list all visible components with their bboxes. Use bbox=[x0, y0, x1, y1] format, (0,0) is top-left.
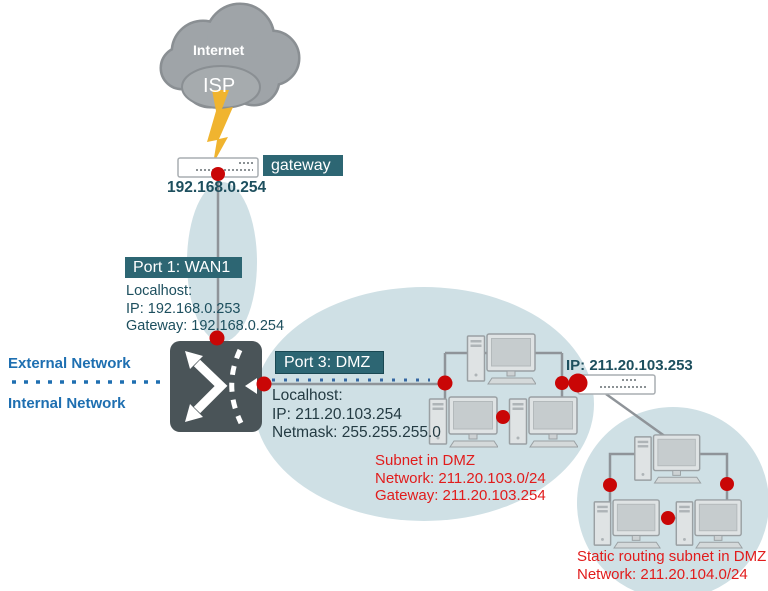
static-note-title: Static routing subnet in DMZ bbox=[577, 548, 767, 565]
connection-dot-static-bottom bbox=[661, 511, 675, 525]
subnet-router-device-icon bbox=[577, 374, 656, 395]
port3-info: Localhost: IP: 211.20.103.254 Netmask: 2… bbox=[272, 387, 441, 443]
connection-dot-dmz-junction bbox=[437, 375, 453, 391]
subnet-note-network: Network: 211.20.103.0/24 bbox=[375, 469, 546, 487]
connection-dot-static-left bbox=[603, 478, 617, 492]
static-note-network: Network: 211.20.104.0/24 bbox=[577, 565, 748, 583]
gateway-label: gateway bbox=[263, 155, 343, 176]
port3-ip: IP: 211.20.103.254 bbox=[272, 405, 402, 423]
port1-ip: IP: 192.168.0.253 bbox=[126, 300, 241, 317]
internal-network-label: Internal Network bbox=[8, 395, 126, 412]
lightning-bolt-icon bbox=[207, 90, 233, 164]
port1-gateway: Gateway: 192.168.0.254 bbox=[126, 318, 285, 334]
port3-label: Port 3: DMZ bbox=[275, 351, 384, 374]
connection-dot-dmz-pair bbox=[496, 410, 510, 424]
subnet-note: Subnet in DMZ Network: 211.20.103.0/24 G… bbox=[375, 452, 546, 505]
external-network-label: External Network bbox=[8, 355, 131, 372]
connection-dot-router-right bbox=[256, 376, 272, 392]
subnet-note-gateway: Gateway: 211.20.103.254 bbox=[375, 487, 546, 504]
gateway-ip: 192.168.0.254 bbox=[167, 179, 267, 196]
port1-localhost: Localhost: bbox=[126, 283, 193, 299]
isp-label: ISP bbox=[203, 75, 236, 97]
connection-dot-subnet-router bbox=[568, 373, 588, 393]
static-note: Static routing subnet in DMZ Network: 21… bbox=[577, 548, 766, 583]
internet-label: Internet bbox=[193, 42, 245, 58]
port3-localhost: Localhost: bbox=[272, 387, 343, 404]
subnet-note-title: Subnet in DMZ bbox=[375, 452, 476, 469]
connection-dot-router-top bbox=[209, 330, 225, 346]
connection-dot-gateway bbox=[211, 167, 225, 181]
static-subnet-uplink bbox=[605, 392, 674, 444]
internet-cloud-icon bbox=[159, 2, 301, 109]
port3-netmask: Netmask: 255.255.255.0 bbox=[272, 424, 441, 441]
router-icon bbox=[170, 341, 262, 432]
connection-dots bbox=[209, 167, 734, 525]
isp-cloud-bump bbox=[181, 65, 261, 109]
port1-info: Localhost: IP: 192.168.0.253 Gateway: 19… bbox=[126, 283, 284, 336]
connection-dot-static-right bbox=[720, 477, 734, 491]
connection-dot-dmz-right bbox=[555, 376, 569, 390]
port1-label: Port 1: WAN1 bbox=[125, 257, 242, 278]
subnet-router-ip: IP: 211.20.103.253 bbox=[566, 357, 693, 374]
